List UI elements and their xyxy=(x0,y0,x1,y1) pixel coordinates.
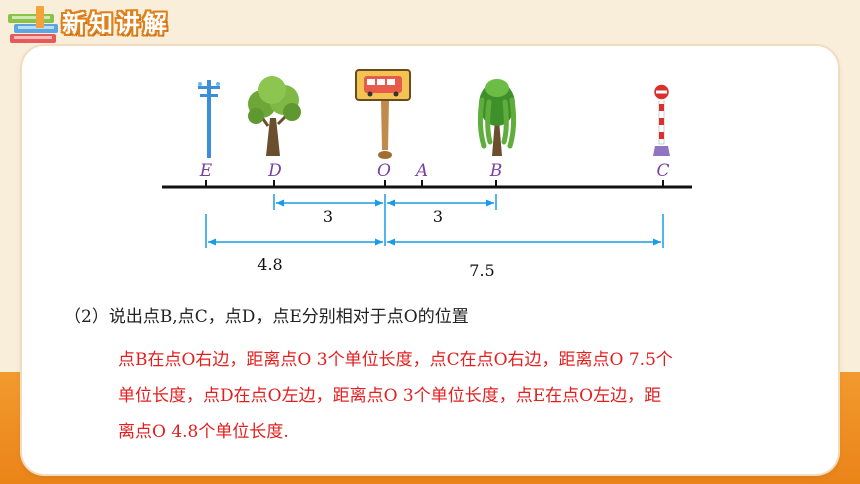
tree-icon xyxy=(248,76,301,156)
no-entry-sign-icon xyxy=(652,83,671,156)
arrow-head xyxy=(387,238,395,246)
question-text: （2）说出点B,点C，点D，点E分别相对于点O的位置 xyxy=(64,307,469,327)
point-label-a: A xyxy=(414,161,428,181)
books-icon xyxy=(6,4,64,52)
distance-label-o-c: 7.5 xyxy=(469,261,494,280)
bus-stop-sign-icon xyxy=(355,69,411,159)
point-label-e: E xyxy=(199,161,213,181)
answer-text: 点B在点O右边，距离点O 3个单位长度，点C在点O右边，距离点O 7.5个 单位… xyxy=(118,342,808,450)
answer-line: 点B在点O右边，距离点O 3个单位长度，点C在点O右边，距离点O 7.5个 xyxy=(118,350,673,370)
arrow-head xyxy=(387,199,395,207)
arrow-head xyxy=(276,199,284,207)
arrow-head xyxy=(653,238,661,246)
number-line-diagram: E D O A B C xyxy=(162,69,692,280)
arrow-head xyxy=(486,199,494,207)
distance-label-d-o: 3 xyxy=(323,207,333,226)
pole-icon xyxy=(198,80,220,158)
answer-line: 单位长度，点D在点O左边，距离点O 3个单位长度，点E在点O左边，距 xyxy=(118,386,662,406)
point-label-c: C xyxy=(656,161,669,181)
answer-line: 离点O 4.8个单位长度. xyxy=(118,422,289,442)
point-label-d: D xyxy=(267,161,282,181)
page-title: 新知讲解 xyxy=(62,10,170,38)
content-card xyxy=(22,46,838,474)
distance-label-e-o: 4.8 xyxy=(257,255,282,274)
point-label-o: O xyxy=(377,161,391,181)
point-label-b: B xyxy=(489,161,503,181)
willow-tree-icon xyxy=(477,79,517,156)
arrow-head xyxy=(375,199,383,207)
arrow-head xyxy=(375,238,383,246)
distance-label-o-b: 3 xyxy=(433,207,443,226)
arrow-head xyxy=(208,238,216,246)
